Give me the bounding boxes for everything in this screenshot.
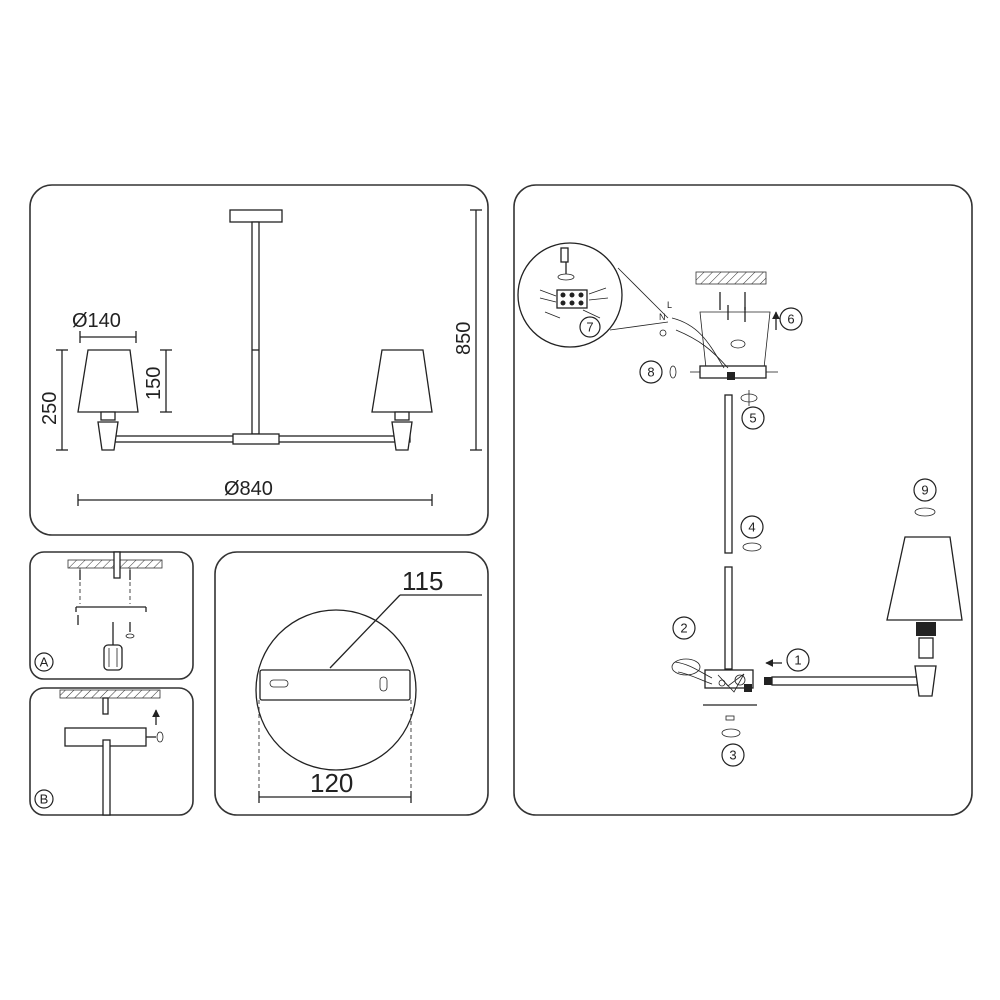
- detail-a-panel: A: [29, 551, 194, 680]
- step-3-label: 3: [729, 748, 736, 763]
- wire-label-n: N: [659, 312, 666, 322]
- step-1-label: 1: [794, 653, 801, 668]
- arm-lamp: [886, 536, 963, 697]
- detail-b-label: B: [40, 792, 49, 807]
- screws-top: [719, 292, 746, 322]
- dim-shade-height: 150: [143, 367, 165, 400]
- dim-shade-diameter: Ø140: [72, 310, 121, 332]
- wire-label-l: L: [667, 300, 672, 310]
- dim-plate: 115: [402, 566, 443, 596]
- step-5-label: 5: [749, 411, 756, 426]
- step-8-label: 8: [647, 365, 654, 380]
- overview-panel: Ø140 150 250 850 Ø840: [29, 184, 489, 536]
- hub-assembly: [671, 658, 754, 693]
- step-2-label: 2: [680, 621, 687, 636]
- detail-a-label: A: [40, 655, 49, 670]
- screwdriver-icon: [103, 622, 123, 671]
- dim-lamp-height: 250: [39, 392, 61, 425]
- right-shade: [371, 349, 433, 451]
- hub: [232, 433, 280, 445]
- canopy-detail-panel: 115 120: [214, 551, 489, 816]
- step-6-label: 6: [787, 312, 794, 327]
- dim-total-height: 850: [453, 322, 475, 355]
- terminal-block: [539, 247, 609, 319]
- detail-b-panel: B: [29, 687, 194, 816]
- left-shade: [77, 349, 139, 451]
- rod: [251, 221, 260, 435]
- step-4-label: 4: [748, 520, 755, 535]
- assembly-panel: 7 L N 6 8 5: [513, 184, 973, 816]
- canopy: [229, 209, 283, 223]
- step-9-label: 9: [921, 483, 928, 498]
- dim-width: 120: [310, 768, 353, 798]
- dim-total-width: Ø840: [224, 478, 273, 500]
- step-7-label: 7: [586, 320, 593, 335]
